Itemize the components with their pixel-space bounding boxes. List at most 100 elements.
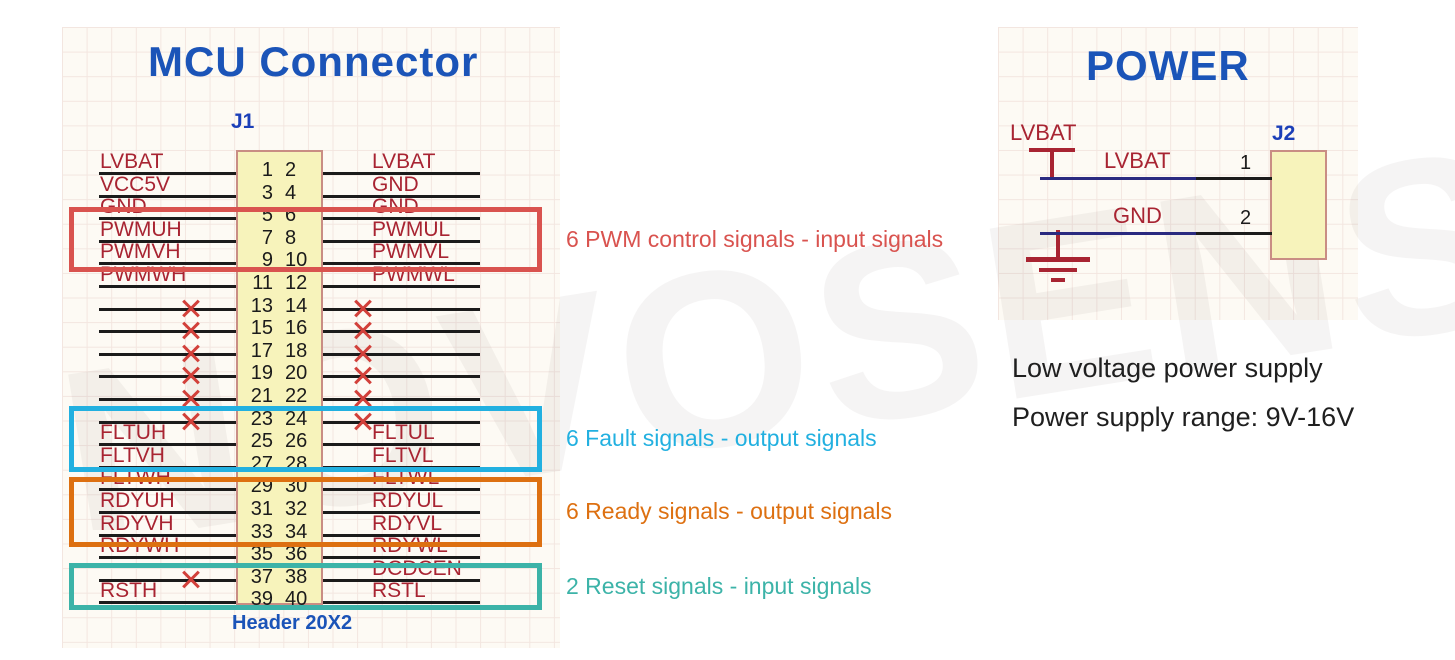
pin-label-8: PWMUL — [372, 218, 451, 241]
pin-number-6: 6 — [285, 204, 297, 226]
pin-number-19: 19 — [250, 362, 273, 384]
pin-label-2: LVBAT — [372, 150, 436, 173]
pin-label-3: VCC5V — [100, 173, 171, 196]
pin-number-11: 11 — [252, 272, 273, 294]
pin-number-26: 26 — [285, 430, 308, 452]
pin-label-4: GND — [372, 173, 419, 196]
pin-label-27: FLTVH — [100, 444, 165, 467]
pin-number-34: 34 — [285, 521, 308, 543]
pin-number-32: 32 — [285, 498, 308, 520]
pin-number-21: 21 — [250, 385, 273, 407]
wire-pin-18 — [323, 353, 480, 356]
pin-label-28: FLTVL — [372, 444, 434, 467]
wire-pin-33 — [99, 534, 236, 537]
pin-number-8: 8 — [285, 227, 297, 249]
pin-number-10: 10 — [285, 249, 308, 271]
pin-label-32: RDYUL — [372, 489, 444, 512]
no-connect-x-icon-pin-17 — [180, 343, 200, 363]
no-connect-x-icon-pin-18 — [352, 343, 372, 363]
no-connect-x-icon-pin-14 — [352, 298, 372, 318]
pin-number-9: 9 — [261, 249, 273, 271]
wire-pin-37 — [99, 579, 236, 582]
pin-number-3: 3 — [261, 182, 273, 204]
pin-number-13: 13 — [250, 295, 273, 317]
j1-connector-body — [236, 150, 323, 605]
no-connect-x-icon-pin-15 — [180, 320, 200, 340]
wire-pin-34 — [323, 534, 480, 537]
wire-pin-22 — [323, 398, 480, 401]
wire-pin-15 — [99, 330, 236, 333]
lvbat-flag-label: LVBAT — [1010, 120, 1077, 145]
wire-pin-2 — [323, 172, 480, 175]
pin-number-40: 40 — [285, 588, 308, 610]
wire-pin-20 — [323, 375, 480, 378]
lvbat-net-wire — [1040, 177, 1236, 180]
pin-label-40: RSTL — [372, 579, 426, 602]
pin-number-23: 23 — [250, 408, 273, 430]
power-title: POWER — [1086, 42, 1250, 89]
wire-pin-7 — [99, 240, 236, 243]
wire-pin-32 — [323, 511, 480, 514]
wire-pin-38 — [323, 579, 480, 582]
pin-label-10: PWMVL — [372, 240, 450, 263]
pin-number-1: 1 — [261, 159, 273, 181]
pin-number-37: 37 — [250, 566, 273, 588]
pin-number-36: 36 — [285, 543, 308, 565]
wire-pin-23 — [99, 421, 236, 424]
pin-label-7: PWMUH — [100, 218, 182, 241]
no-connect-x-icon-pin-13 — [180, 298, 200, 318]
pin-number-15: 15 — [250, 317, 273, 339]
pin-number-17: 17 — [250, 340, 273, 362]
pin-number-16: 16 — [285, 317, 308, 339]
pin-number-14: 14 — [285, 295, 308, 317]
wire-pin-14 — [323, 308, 480, 311]
pin-number-12: 12 — [285, 272, 308, 294]
pin-label-1: LVBAT — [100, 150, 164, 173]
no-connect-x-icon-pin-16 — [352, 320, 372, 340]
wire-pin-26 — [323, 443, 480, 446]
pin-label-34: RDYVL — [372, 512, 443, 535]
wire-pin-24 — [323, 421, 480, 424]
note-line-1: Low voltage power supply — [1012, 353, 1323, 383]
wire-pin-13 — [99, 308, 236, 311]
no-connect-x-icon-pin-20 — [352, 365, 372, 385]
wire-pin-3 — [99, 195, 236, 198]
wire-pin-12 — [323, 285, 480, 288]
pin-number-7: 7 — [261, 227, 273, 249]
wire-pin-9 — [99, 262, 236, 265]
annotation-box-reset — [69, 563, 542, 610]
lvbat-net-label: LVBAT — [1104, 148, 1171, 173]
annotation-box-ready — [69, 477, 542, 547]
wire-pin-16 — [323, 330, 480, 333]
note-line-2: Power supply range: 9V-16V — [1012, 402, 1355, 432]
wire-pin-17 — [99, 353, 236, 356]
wire-pin-30 — [323, 488, 480, 491]
wire-pin-8 — [323, 240, 480, 243]
wire-pin-5 — [99, 217, 236, 220]
wire-pin-31 — [99, 511, 236, 514]
annotation-box-fault — [69, 406, 542, 472]
j2-pin-number-2: 2 — [1240, 207, 1252, 229]
j2-connector-body — [1270, 150, 1327, 260]
wire-pin-10 — [323, 262, 480, 265]
wire-pin-25 — [99, 443, 236, 446]
pin-number-24: 24 — [285, 408, 308, 430]
pin-label-31: RDYUH — [100, 489, 175, 512]
j1-footprint-label: Header 20X2 — [232, 612, 353, 634]
gnd-net-label: GND — [1113, 203, 1162, 228]
pin-number-4: 4 — [285, 182, 297, 204]
no-connect-x-icon-pin-21 — [180, 388, 200, 408]
annotation-label-reset: 2 Reset signals - input signals — [566, 572, 872, 599]
pin-number-18: 18 — [285, 340, 308, 362]
pin-label-33: RDYVH — [100, 512, 174, 535]
wire-pin-21 — [99, 398, 236, 401]
pin-number-22: 22 — [285, 385, 308, 407]
no-connect-x-icon-pin-22 — [352, 388, 372, 408]
wire-pin-1 — [99, 172, 236, 175]
gnd-pin-wire — [1196, 232, 1272, 235]
pin-number-39: 39 — [250, 588, 273, 610]
pin-number-38: 38 — [285, 566, 308, 588]
pin-label-26: FLTUL — [372, 421, 435, 444]
wire-pin-35 — [99, 556, 236, 559]
